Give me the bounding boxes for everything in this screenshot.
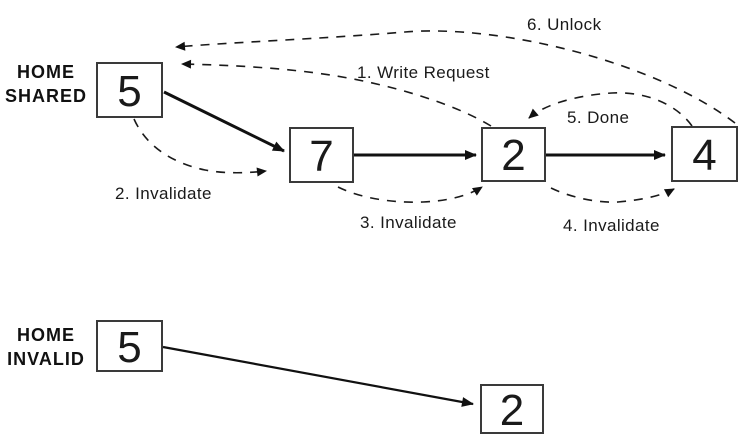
dashed-arrow-unlock — [175, 30, 736, 124]
node-home-invalid-5: 5 — [96, 320, 163, 372]
node-value: 4 — [692, 131, 716, 180]
node-shared-2: 2 — [481, 127, 546, 182]
node-box — [671, 126, 738, 182]
node-invalid-2: 2 — [480, 384, 544, 435]
node-box — [289, 127, 354, 183]
message-label-invalidate-3: 4. Invalidate — [563, 216, 660, 235]
node-value: 5 — [117, 323, 141, 372]
node-box — [481, 127, 546, 182]
message-label-write-request: 1. Write Request — [357, 63, 490, 82]
message-label-invalidate-2: 3. Invalidate — [360, 213, 457, 232]
dashed-arrow-invalidate-7-2 — [337, 186, 483, 203]
dashed-arrow-invalidate-5-7 — [133, 118, 267, 177]
solid-arrow-5-to-7 — [163, 90, 285, 153]
message-label-invalidate-1: 2. Invalidate — [115, 184, 212, 203]
solid-arrow-invalid-5-to-2 — [162, 345, 474, 407]
dashed-arrow-invalidate-2-4 — [550, 187, 675, 203]
node-shared-4: 4 — [671, 126, 738, 182]
node-value: 2 — [501, 131, 525, 180]
node-box — [96, 320, 163, 372]
message-label-done: 5. Done — [567, 108, 629, 127]
section-label-home-shared-line1: HOME — [17, 62, 75, 82]
node-home-shared-5: 5 — [96, 62, 163, 118]
section-label-home-invalid-line2: INVALID — [7, 349, 85, 369]
node-box — [96, 62, 163, 118]
dashed-arrow-done — [528, 92, 693, 127]
node-value: 2 — [500, 386, 524, 435]
node-shared-7: 7 — [289, 127, 354, 183]
section-label-home-invalid-line1: HOME — [17, 325, 75, 345]
node-value: 7 — [309, 132, 333, 181]
message-label-unlock: 6. Unlock — [527, 15, 602, 34]
section-label-home-shared-line2: SHARED — [5, 86, 87, 106]
node-box — [480, 384, 544, 434]
node-value: 5 — [117, 67, 141, 116]
